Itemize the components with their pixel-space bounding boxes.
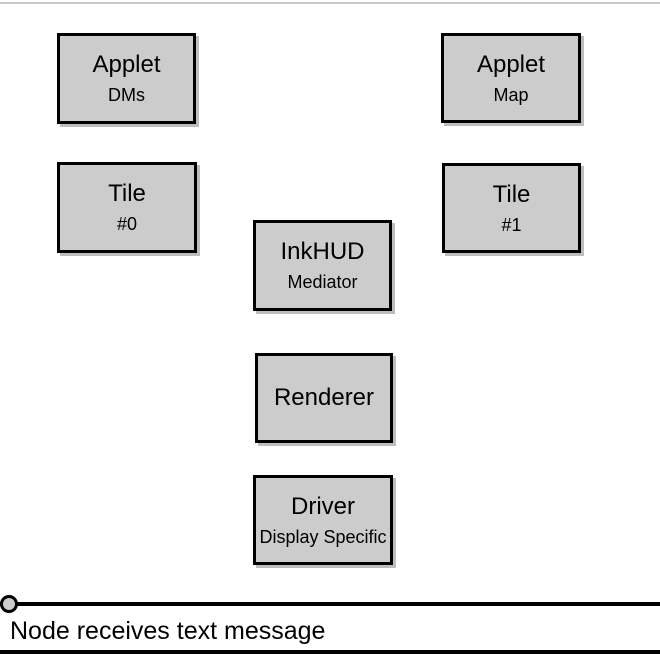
- box-title: Tile: [492, 180, 531, 208]
- box-renderer: Renderer: [255, 353, 393, 443]
- bottom-rule: [0, 650, 660, 654]
- box-driver: Driver Display Specific: [253, 475, 393, 565]
- box-title: Driver: [291, 492, 355, 520]
- timeline-event-label: Node receives text message: [10, 617, 326, 645]
- top-rule: [0, 2, 660, 4]
- box-title: Applet: [92, 51, 161, 78]
- box-title: Renderer: [273, 384, 375, 411]
- box-applet-dms: Applet DMs: [57, 33, 196, 124]
- box-inkhud-mediator: InkHUD Mediator: [253, 220, 392, 311]
- box-subtitle: Display Specific: [259, 526, 387, 547]
- box-tile-1: Tile #1: [442, 163, 581, 253]
- timeline-line: [0, 602, 660, 606]
- box-subtitle: Map: [493, 84, 529, 105]
- box-subtitle: #0: [116, 214, 138, 234]
- timeline-start-node-icon: [0, 595, 18, 613]
- box-applet-map: Applet Map: [441, 33, 581, 123]
- box-subtitle: #1: [501, 214, 522, 235]
- box-title: Applet: [476, 50, 546, 78]
- box-title: InkHUD: [280, 238, 365, 265]
- box-subtitle: Mediator: [287, 272, 358, 292]
- box-title: Tile: [108, 180, 146, 207]
- box-subtitle: DMs: [108, 85, 145, 105]
- box-tile-0: Tile #0: [57, 162, 197, 253]
